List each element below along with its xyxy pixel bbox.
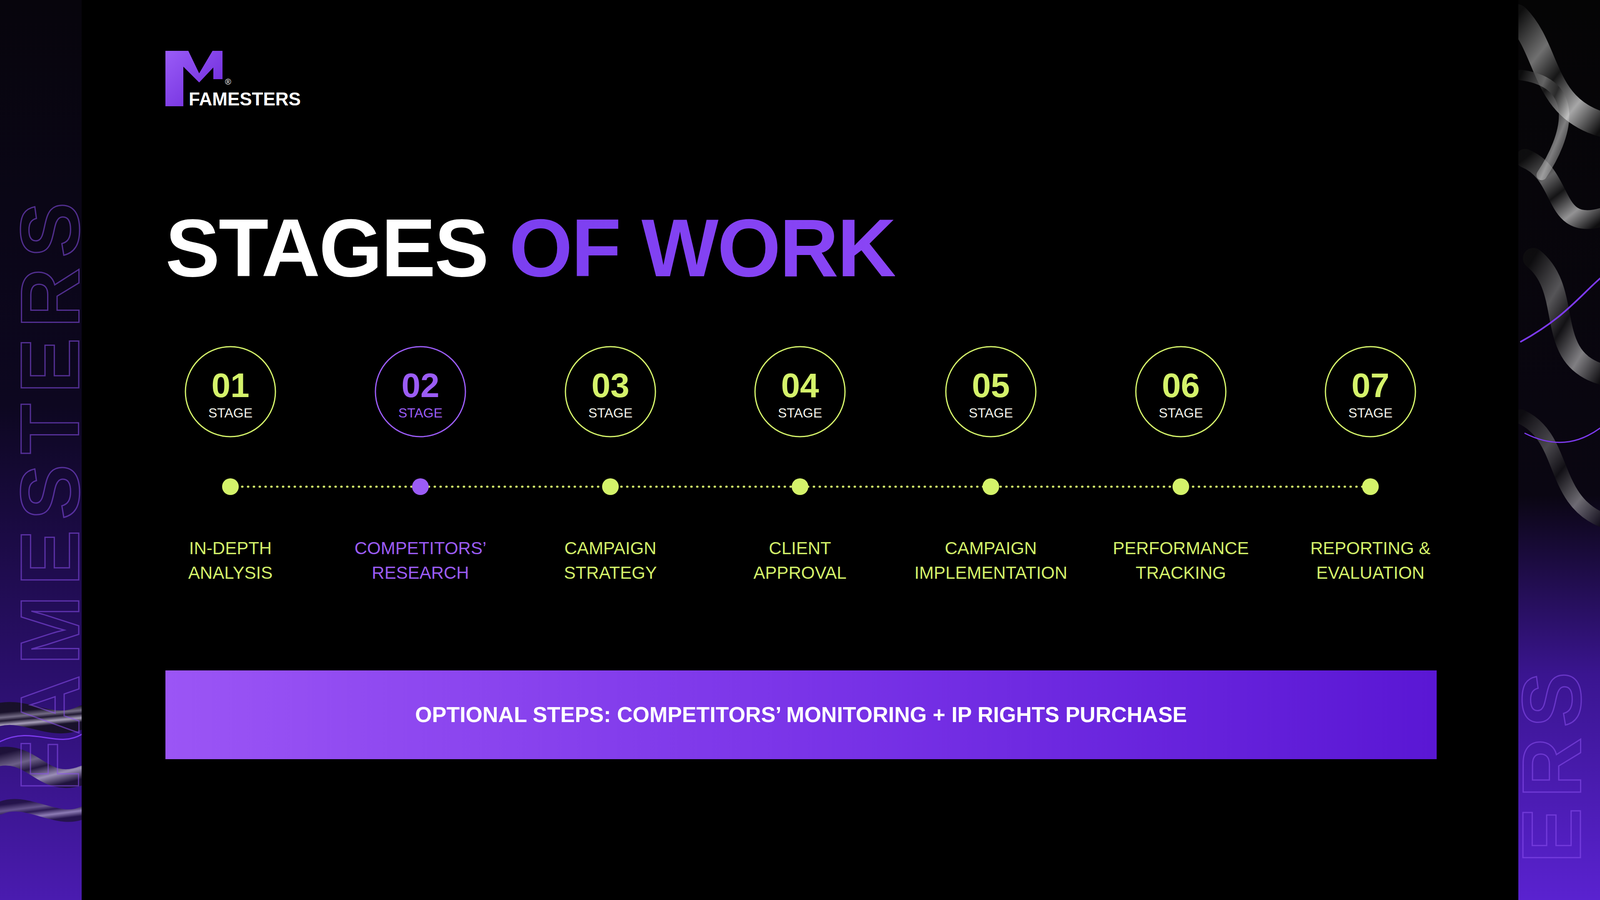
stage-name: CAMPAIGN IMPLEMENTATION xyxy=(911,536,1070,586)
circle-border xyxy=(185,346,276,437)
stage-caption: STAGE xyxy=(1158,405,1203,421)
stage-name: IN-DEPTH ANALYSIS xyxy=(151,536,310,586)
stage-circle: 07STAGE xyxy=(1324,345,1417,438)
circle-border xyxy=(1135,346,1226,437)
band-text: OPTIONAL STEPS: COMPETITORS’ MONITORING … xyxy=(415,701,1188,728)
timeline-dot xyxy=(791,478,809,495)
watermark: ERS xyxy=(1510,661,1594,863)
stage-number: 03 xyxy=(591,368,630,403)
timeline-dot xyxy=(1362,478,1379,495)
stage-name: CAMPAIGN STRATEGY xyxy=(531,536,690,586)
watermark: FAMESTERS xyxy=(8,192,92,792)
stage-circle: 05STAGE xyxy=(945,345,1037,438)
stage-name: COMPETITORS’ RESEARCH xyxy=(341,536,500,586)
circle-border xyxy=(755,346,845,437)
stage-caption: STAGE xyxy=(588,405,633,421)
stage-caption: STAGE xyxy=(208,405,253,421)
stage-circle: 06STAGE xyxy=(1135,345,1227,438)
optional-steps-band: OPTIONAL STEPS: COMPETITORS’ MONITORING … xyxy=(165,670,1437,760)
stage-name: PERFORMANCE TRACKING xyxy=(1101,536,1260,586)
registered-mark: ® xyxy=(225,76,232,87)
timeline-dot xyxy=(412,478,429,495)
main-panel xyxy=(81,0,1519,900)
stage-caption: STAGE xyxy=(398,405,443,421)
stage-number: 04 xyxy=(780,368,819,403)
stage-caption: STAGE xyxy=(968,405,1013,421)
stage-circle: 03STAGE xyxy=(564,345,657,438)
timeline xyxy=(222,478,1379,495)
stage-number: 05 xyxy=(971,368,1010,403)
stage-circle: 01STAGE xyxy=(184,345,277,438)
stage-number: 07 xyxy=(1351,368,1390,403)
glossy-texture xyxy=(1518,16,1600,521)
timeline-dot xyxy=(982,478,1000,495)
stage-number: 06 xyxy=(1161,368,1200,403)
stage-number: 01 xyxy=(211,368,250,403)
timeline-dot xyxy=(1172,478,1190,495)
stage-name: CLIENT APPROVAL xyxy=(720,536,880,586)
slide-title: STAGES OF WORK xyxy=(165,207,895,290)
circle-border xyxy=(945,346,1036,437)
logo-text: FAMESTERS xyxy=(188,88,301,111)
stage-caption: STAGE xyxy=(777,405,823,421)
circle-border xyxy=(1325,346,1416,437)
stage-circle: 04STAGE xyxy=(754,345,846,438)
circle-border xyxy=(375,346,466,437)
stage-circle: 02STAGE xyxy=(374,345,467,438)
timeline-dot xyxy=(602,478,619,495)
stage-name: REPORTING & EVALUATION xyxy=(1291,536,1450,586)
stage-caption: STAGE xyxy=(1348,405,1393,421)
circle-border xyxy=(565,346,656,437)
timeline-dot xyxy=(222,478,239,495)
stage-number: 02 xyxy=(401,368,440,403)
